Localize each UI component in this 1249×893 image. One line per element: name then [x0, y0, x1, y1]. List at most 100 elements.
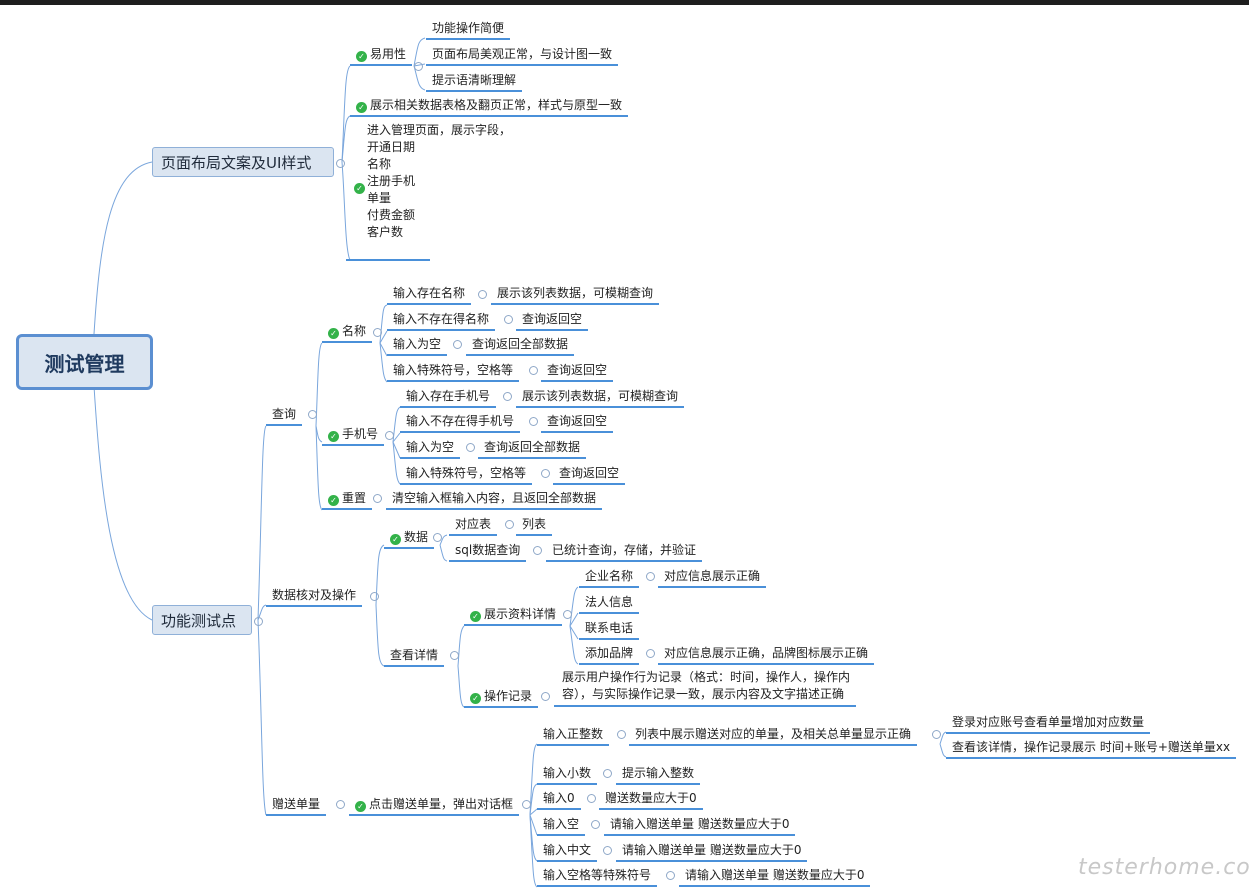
- gift-input[interactable]: 输入空格等特殊符号: [537, 867, 658, 887]
- collapse-icon[interactable]: [587, 794, 596, 803]
- collapse-icon[interactable]: [503, 392, 512, 401]
- collapse-icon[interactable]: [646, 572, 655, 581]
- gift-result[interactable]: 请输入赠送单量 赠送数量应大于0: [604, 816, 796, 836]
- detail-result[interactable]: 对应信息展示正确，品牌图标展示正确: [658, 645, 875, 665]
- node-operation-log[interactable]: ✓操作记录: [464, 688, 539, 708]
- collapse-icon[interactable]: [373, 494, 382, 503]
- detail-field[interactable]: 法人信息: [579, 594, 640, 614]
- query-result[interactable]: 展示该列表数据，可模糊查询: [516, 388, 685, 408]
- collapse-icon[interactable]: [414, 62, 423, 71]
- field-item: 名称: [367, 157, 392, 171]
- collapse-icon[interactable]: [385, 431, 394, 440]
- gift-input[interactable]: 输入0: [537, 790, 581, 810]
- gift-result[interactable]: 请输入赠送单量 赠送数量应大于0: [616, 842, 808, 862]
- detail-field[interactable]: 联系电话: [579, 620, 640, 640]
- query-input[interactable]: 输入特殊符号，空格等: [387, 362, 520, 382]
- collapse-icon[interactable]: [504, 315, 513, 324]
- collapse-icon[interactable]: [478, 290, 487, 299]
- collapse-icon[interactable]: [308, 410, 317, 419]
- collapse-icon[interactable]: [932, 730, 941, 739]
- check-icon: ✓: [355, 801, 366, 812]
- detail-result[interactable]: 对应信息展示正确: [658, 568, 767, 588]
- node-usability[interactable]: ✓易用性: [350, 46, 413, 66]
- collapse-icon[interactable]: [450, 651, 459, 660]
- operation-log-line: 展示用户操作行为记录（格式：时间，操作人，操作内: [562, 670, 851, 684]
- data-source[interactable]: sql数据查询: [449, 542, 527, 562]
- node-usability-item[interactable]: 提示语清晰理解: [426, 72, 523, 92]
- collapse-icon[interactable]: [453, 340, 462, 349]
- gift-result[interactable]: 赠送数量应大于0: [599, 790, 703, 810]
- query-input[interactable]: 输入存在名称: [387, 285, 472, 305]
- query-result[interactable]: 清空输入框输入内容，且返回全部数据: [386, 490, 603, 510]
- collapse-icon[interactable]: [666, 871, 675, 880]
- check-icon: ✓: [328, 495, 339, 506]
- data-result[interactable]: 列表: [516, 516, 553, 536]
- node-table-display[interactable]: ✓展示相关数据表格及翻页正常，样式与原型一致: [350, 97, 629, 117]
- node-query-reset[interactable]: ✓重置: [322, 490, 373, 510]
- collapse-icon[interactable]: [603, 769, 612, 778]
- node-data[interactable]: ✓数据: [384, 529, 435, 549]
- node-gift-orders[interactable]: 赠送单量: [266, 796, 327, 816]
- gift-input[interactable]: 输入中文: [537, 842, 598, 862]
- detail-field[interactable]: 添加品牌: [579, 645, 640, 665]
- node-view-details[interactable]: 查看详情: [384, 647, 445, 667]
- collapse-icon[interactable]: [370, 592, 379, 601]
- collapse-icon[interactable]: [466, 443, 475, 452]
- collapse-icon[interactable]: [541, 692, 550, 701]
- query-input[interactable]: 输入不存在得手机号: [400, 413, 521, 433]
- node-data-check[interactable]: 数据核对及操作: [266, 587, 363, 607]
- node-ui-style[interactable]: 页面布局文案及UI样式: [152, 147, 334, 177]
- collapse-icon[interactable]: [541, 469, 550, 478]
- data-result[interactable]: 已统计查询，存储，并验证: [546, 542, 703, 562]
- collapse-icon[interactable]: [433, 533, 442, 542]
- gift-input[interactable]: 输入空: [537, 816, 586, 836]
- node-query-phone[interactable]: ✓手机号: [322, 426, 385, 446]
- collapse-icon[interactable]: [336, 159, 345, 168]
- gift-sub-check[interactable]: 登录对应账号查看单量增加对应数量: [946, 714, 1151, 734]
- query-input[interactable]: 输入为空: [387, 336, 448, 356]
- node-usability-item[interactable]: 页面布局美观正常，与设计图一致: [426, 46, 619, 66]
- query-result[interactable]: 查询返回空: [553, 465, 626, 485]
- detail-field[interactable]: 企业名称: [579, 568, 640, 588]
- gift-result[interactable]: 列表中展示赠送对应的单量，及相关总单量显示正确: [629, 726, 918, 746]
- query-result[interactable]: 查询返回空: [516, 311, 589, 331]
- query-input[interactable]: 输入存在手机号: [400, 388, 497, 408]
- gift-result[interactable]: 请输入赠送单量 赠送数量应大于0: [679, 867, 871, 887]
- gift-result[interactable]: 提示输入整数: [616, 765, 701, 785]
- query-result[interactable]: 展示该列表数据，可模糊查询: [491, 285, 660, 305]
- gift-input[interactable]: 输入小数: [537, 765, 598, 785]
- query-result[interactable]: 查询返回全部数据: [478, 439, 587, 459]
- query-input[interactable]: 输入为空: [400, 439, 461, 459]
- query-input[interactable]: 输入不存在得名称: [387, 311, 496, 331]
- collapse-icon[interactable]: [563, 610, 572, 619]
- root-node[interactable]: 测试管理: [16, 334, 153, 390]
- gift-sub-check[interactable]: 查看该详情，操作记录展示 时间+账号+赠送单量xx: [946, 739, 1237, 759]
- query-result[interactable]: 查询返回全部数据: [466, 336, 575, 356]
- query-result[interactable]: 查询返回空: [541, 413, 614, 433]
- collapse-icon[interactable]: [529, 366, 538, 375]
- node-field-list[interactable]: 进入管理页面，展示字段， 开通日期 名称 注册手机 单量 付费金额 客户数: [367, 122, 511, 241]
- collapse-icon[interactable]: [533, 546, 542, 555]
- collapse-icon[interactable]: [336, 800, 345, 809]
- node-function-points[interactable]: 功能测试点: [152, 605, 252, 635]
- collapse-icon[interactable]: [617, 730, 626, 739]
- node-detail-info[interactable]: ✓展示资料详情: [464, 606, 563, 626]
- collapse-icon[interactable]: [591, 820, 600, 829]
- query-input[interactable]: 输入特殊符号，空格等: [400, 465, 533, 485]
- data-source[interactable]: 对应表: [449, 516, 498, 536]
- operation-log-result[interactable]: 展示用户操作行为记录（格式：时间，操作人，操作内 容），与实际操作记录一致，展示…: [554, 669, 857, 707]
- query-result[interactable]: 查询返回空: [541, 362, 614, 382]
- node-usability-item[interactable]: 功能操作简便: [426, 20, 511, 40]
- collapse-icon[interactable]: [522, 800, 531, 809]
- node-gift-dialog[interactable]: ✓点击赠送单量，弹出对话框: [349, 796, 520, 816]
- gift-input[interactable]: 输入正整数: [537, 726, 610, 746]
- field-item: 单量: [367, 191, 392, 205]
- collapse-icon[interactable]: [505, 520, 514, 529]
- collapse-icon[interactable]: [646, 649, 655, 658]
- collapse-icon[interactable]: [373, 328, 382, 337]
- collapse-icon[interactable]: [529, 417, 538, 426]
- collapse-icon[interactable]: [254, 617, 263, 626]
- node-query-name[interactable]: ✓名称: [322, 323, 373, 343]
- node-query[interactable]: 查询: [266, 406, 303, 426]
- collapse-icon[interactable]: [603, 846, 612, 855]
